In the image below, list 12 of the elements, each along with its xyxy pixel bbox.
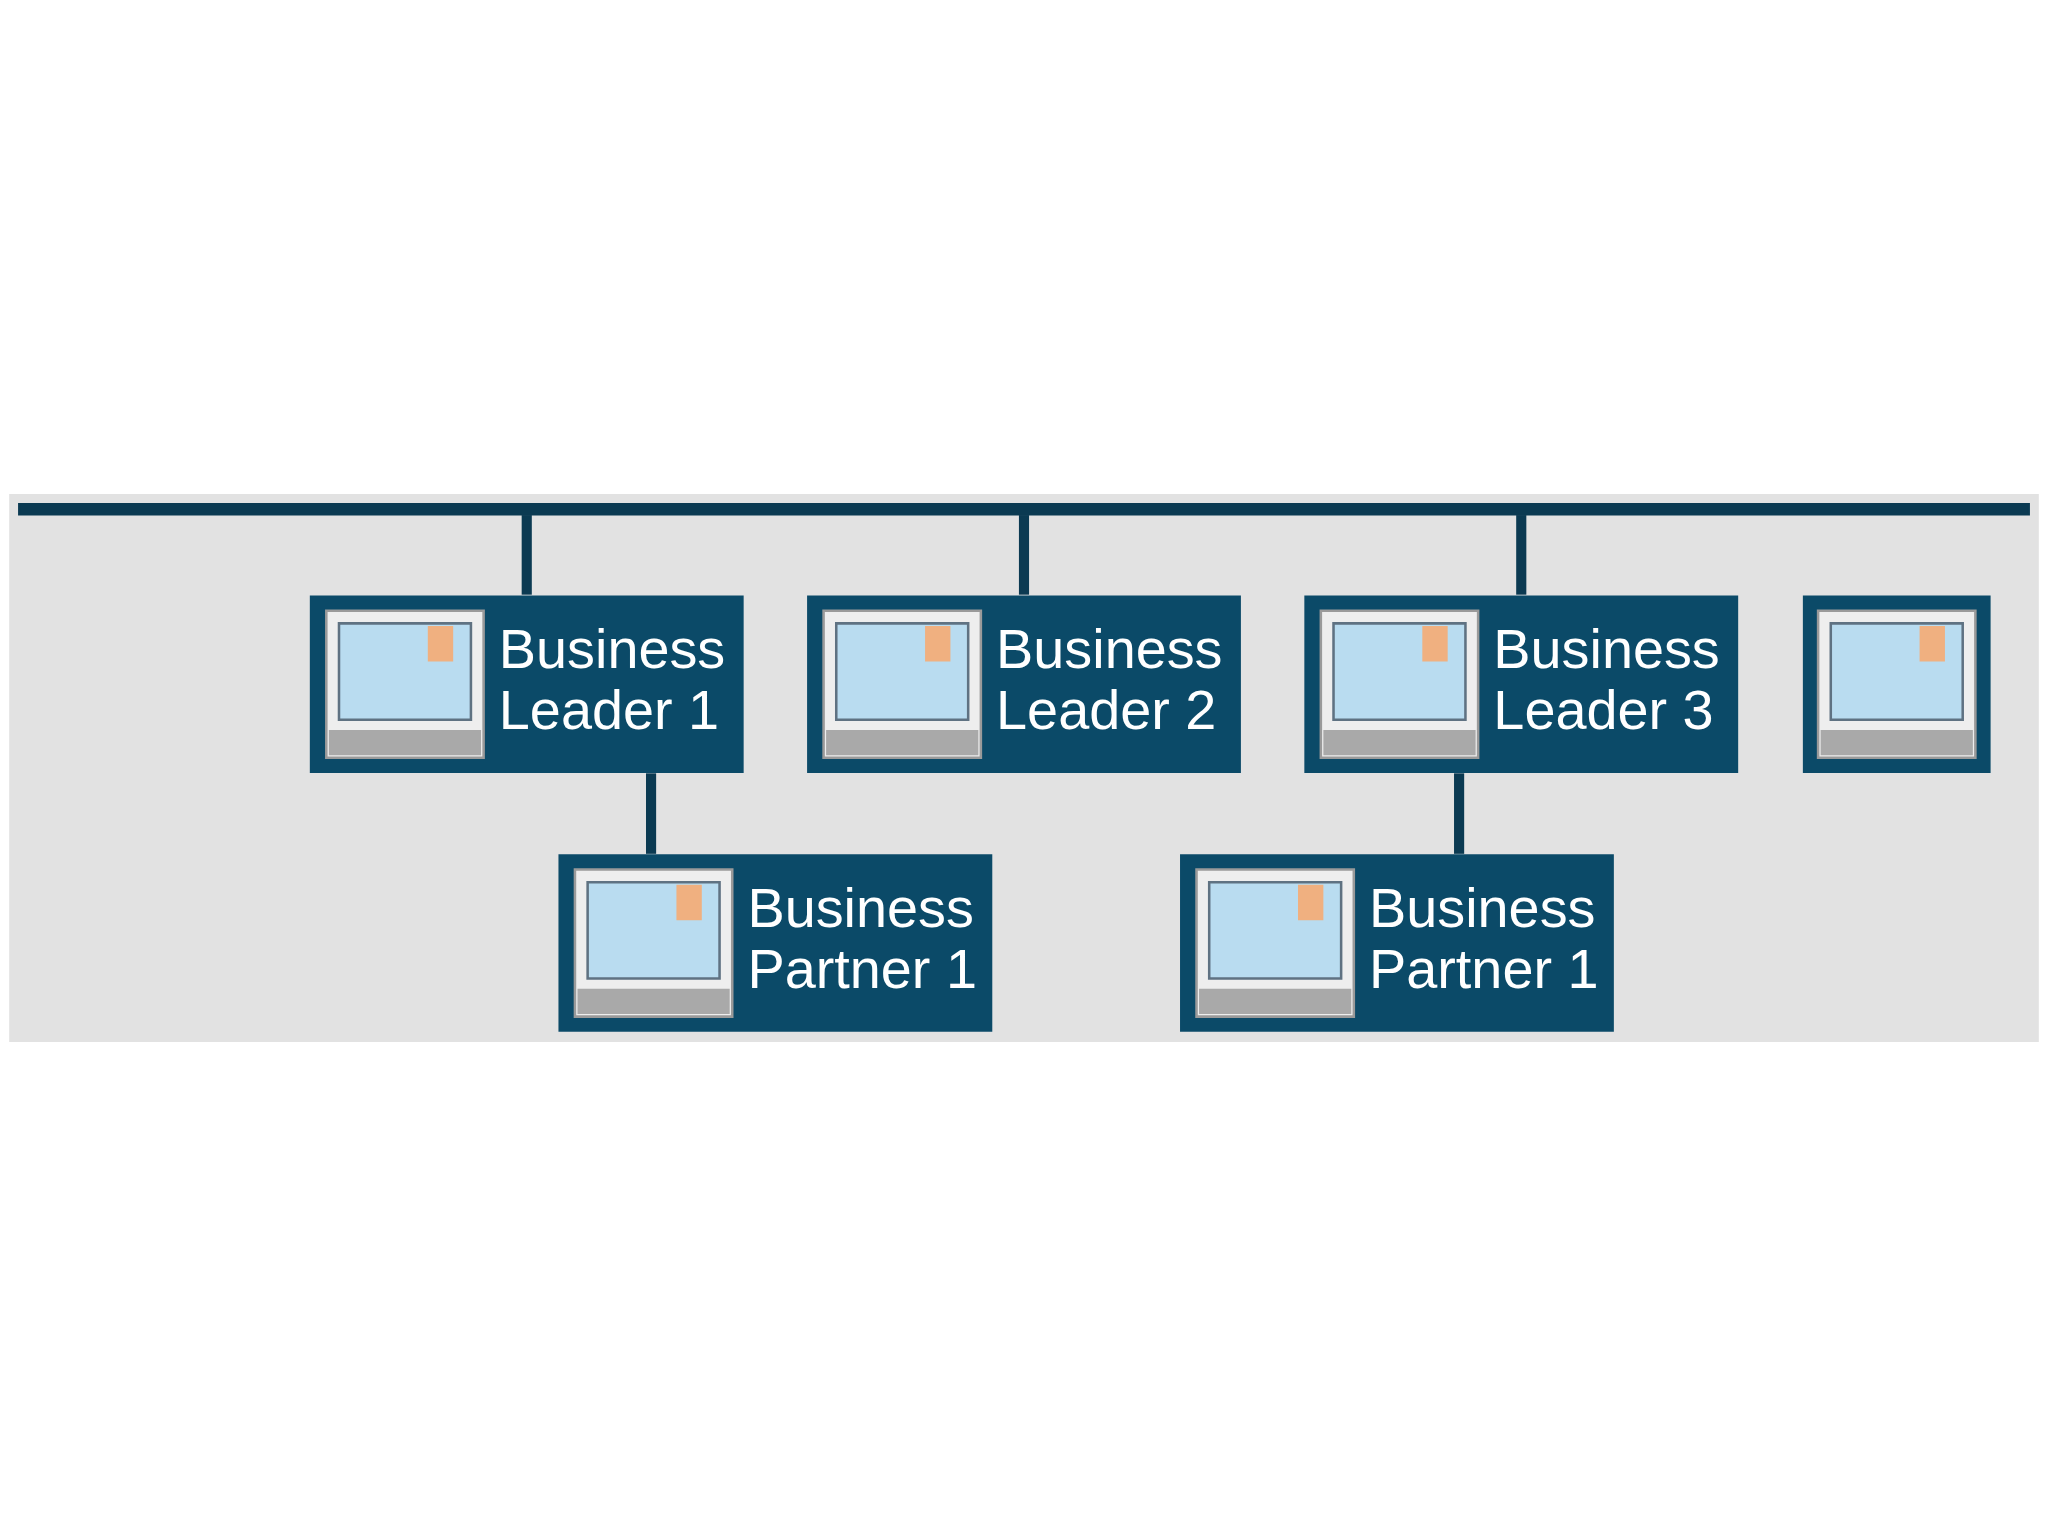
node-box: Business Leader 1 xyxy=(309,595,744,774)
connector xyxy=(1018,515,1030,595)
node-box xyxy=(1802,595,1991,774)
node-box: Business Leader 3 xyxy=(1304,595,1739,774)
connector xyxy=(1516,515,1527,595)
node-box: Business Leader 2 xyxy=(807,595,1241,774)
connector xyxy=(646,773,657,854)
node-box: Business Partner 1 xyxy=(1180,854,1614,1032)
connector xyxy=(521,515,532,595)
node-bar xyxy=(18,502,2030,516)
connector xyxy=(1454,773,1465,854)
node-box: Business Partner 1 xyxy=(558,854,993,1032)
